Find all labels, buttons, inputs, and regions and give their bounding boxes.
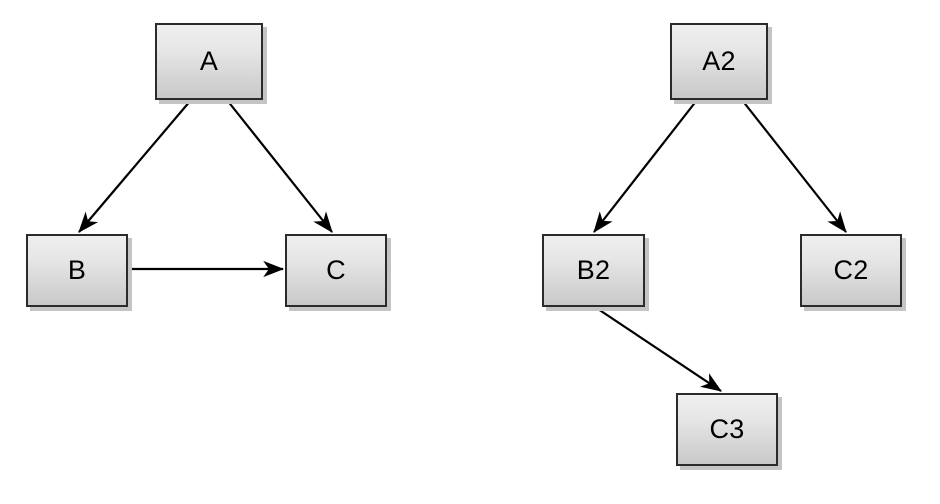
node-c3[interactable]: C3: [676, 393, 778, 466]
node-a[interactable]: A: [155, 23, 263, 100]
node-label-c3: C3: [709, 414, 745, 444]
node-b2[interactable]: B2: [542, 234, 645, 307]
node-label-b: B: [67, 255, 87, 285]
edge-a-to-c: [226, 99, 333, 233]
node-label-a2: A2: [702, 46, 736, 76]
node-label-c2: C2: [833, 255, 869, 285]
edge-a-to-b: [78, 99, 192, 233]
node-b[interactable]: B: [26, 234, 128, 307]
edge-b2-to-c3: [594, 306, 722, 392]
node-label-b2: B2: [576, 255, 611, 285]
edges-group: [78, 99, 847, 392]
node-c2[interactable]: C2: [800, 234, 902, 307]
node-a2[interactable]: A2: [670, 23, 768, 100]
node-c[interactable]: C: [285, 234, 387, 307]
edge-a2-to-c2: [741, 99, 847, 233]
node-label-c: C: [326, 255, 346, 285]
edge-a2-to-b2: [593, 99, 698, 233]
node-label-a: A: [199, 46, 219, 76]
